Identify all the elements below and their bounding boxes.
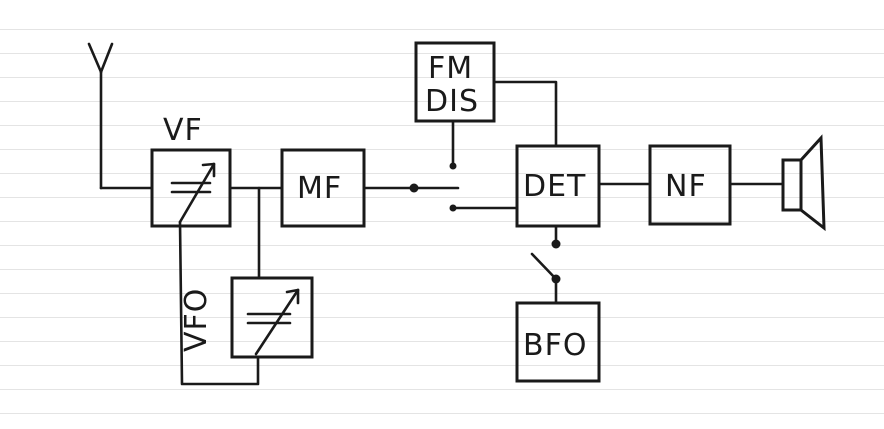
det-block [515,144,601,228]
switch-icon [530,224,561,305]
wire-fm-dis-det [492,80,558,148]
vf-label: VF [163,113,203,148]
speaker-icon [781,134,826,232]
nf-label: NF [665,169,707,204]
mf-label: MF [297,171,343,206]
fm-dis-label-line1: FM [428,51,474,86]
bfo-block [515,301,601,383]
vfo-label: VFO [179,287,214,352]
antenna-icon [87,42,154,190]
vfo-block [230,276,314,359]
wire-tuning-link [178,220,260,386]
fm-dis-label-line2: DIS [425,84,479,119]
variable-capacitor-icon [246,288,300,356]
vf-block [150,148,232,228]
det-label: DET [523,169,587,204]
switch-icon [409,162,460,212]
bfo-label: BFO [523,328,588,363]
variable-capacitor-icon [170,162,216,224]
